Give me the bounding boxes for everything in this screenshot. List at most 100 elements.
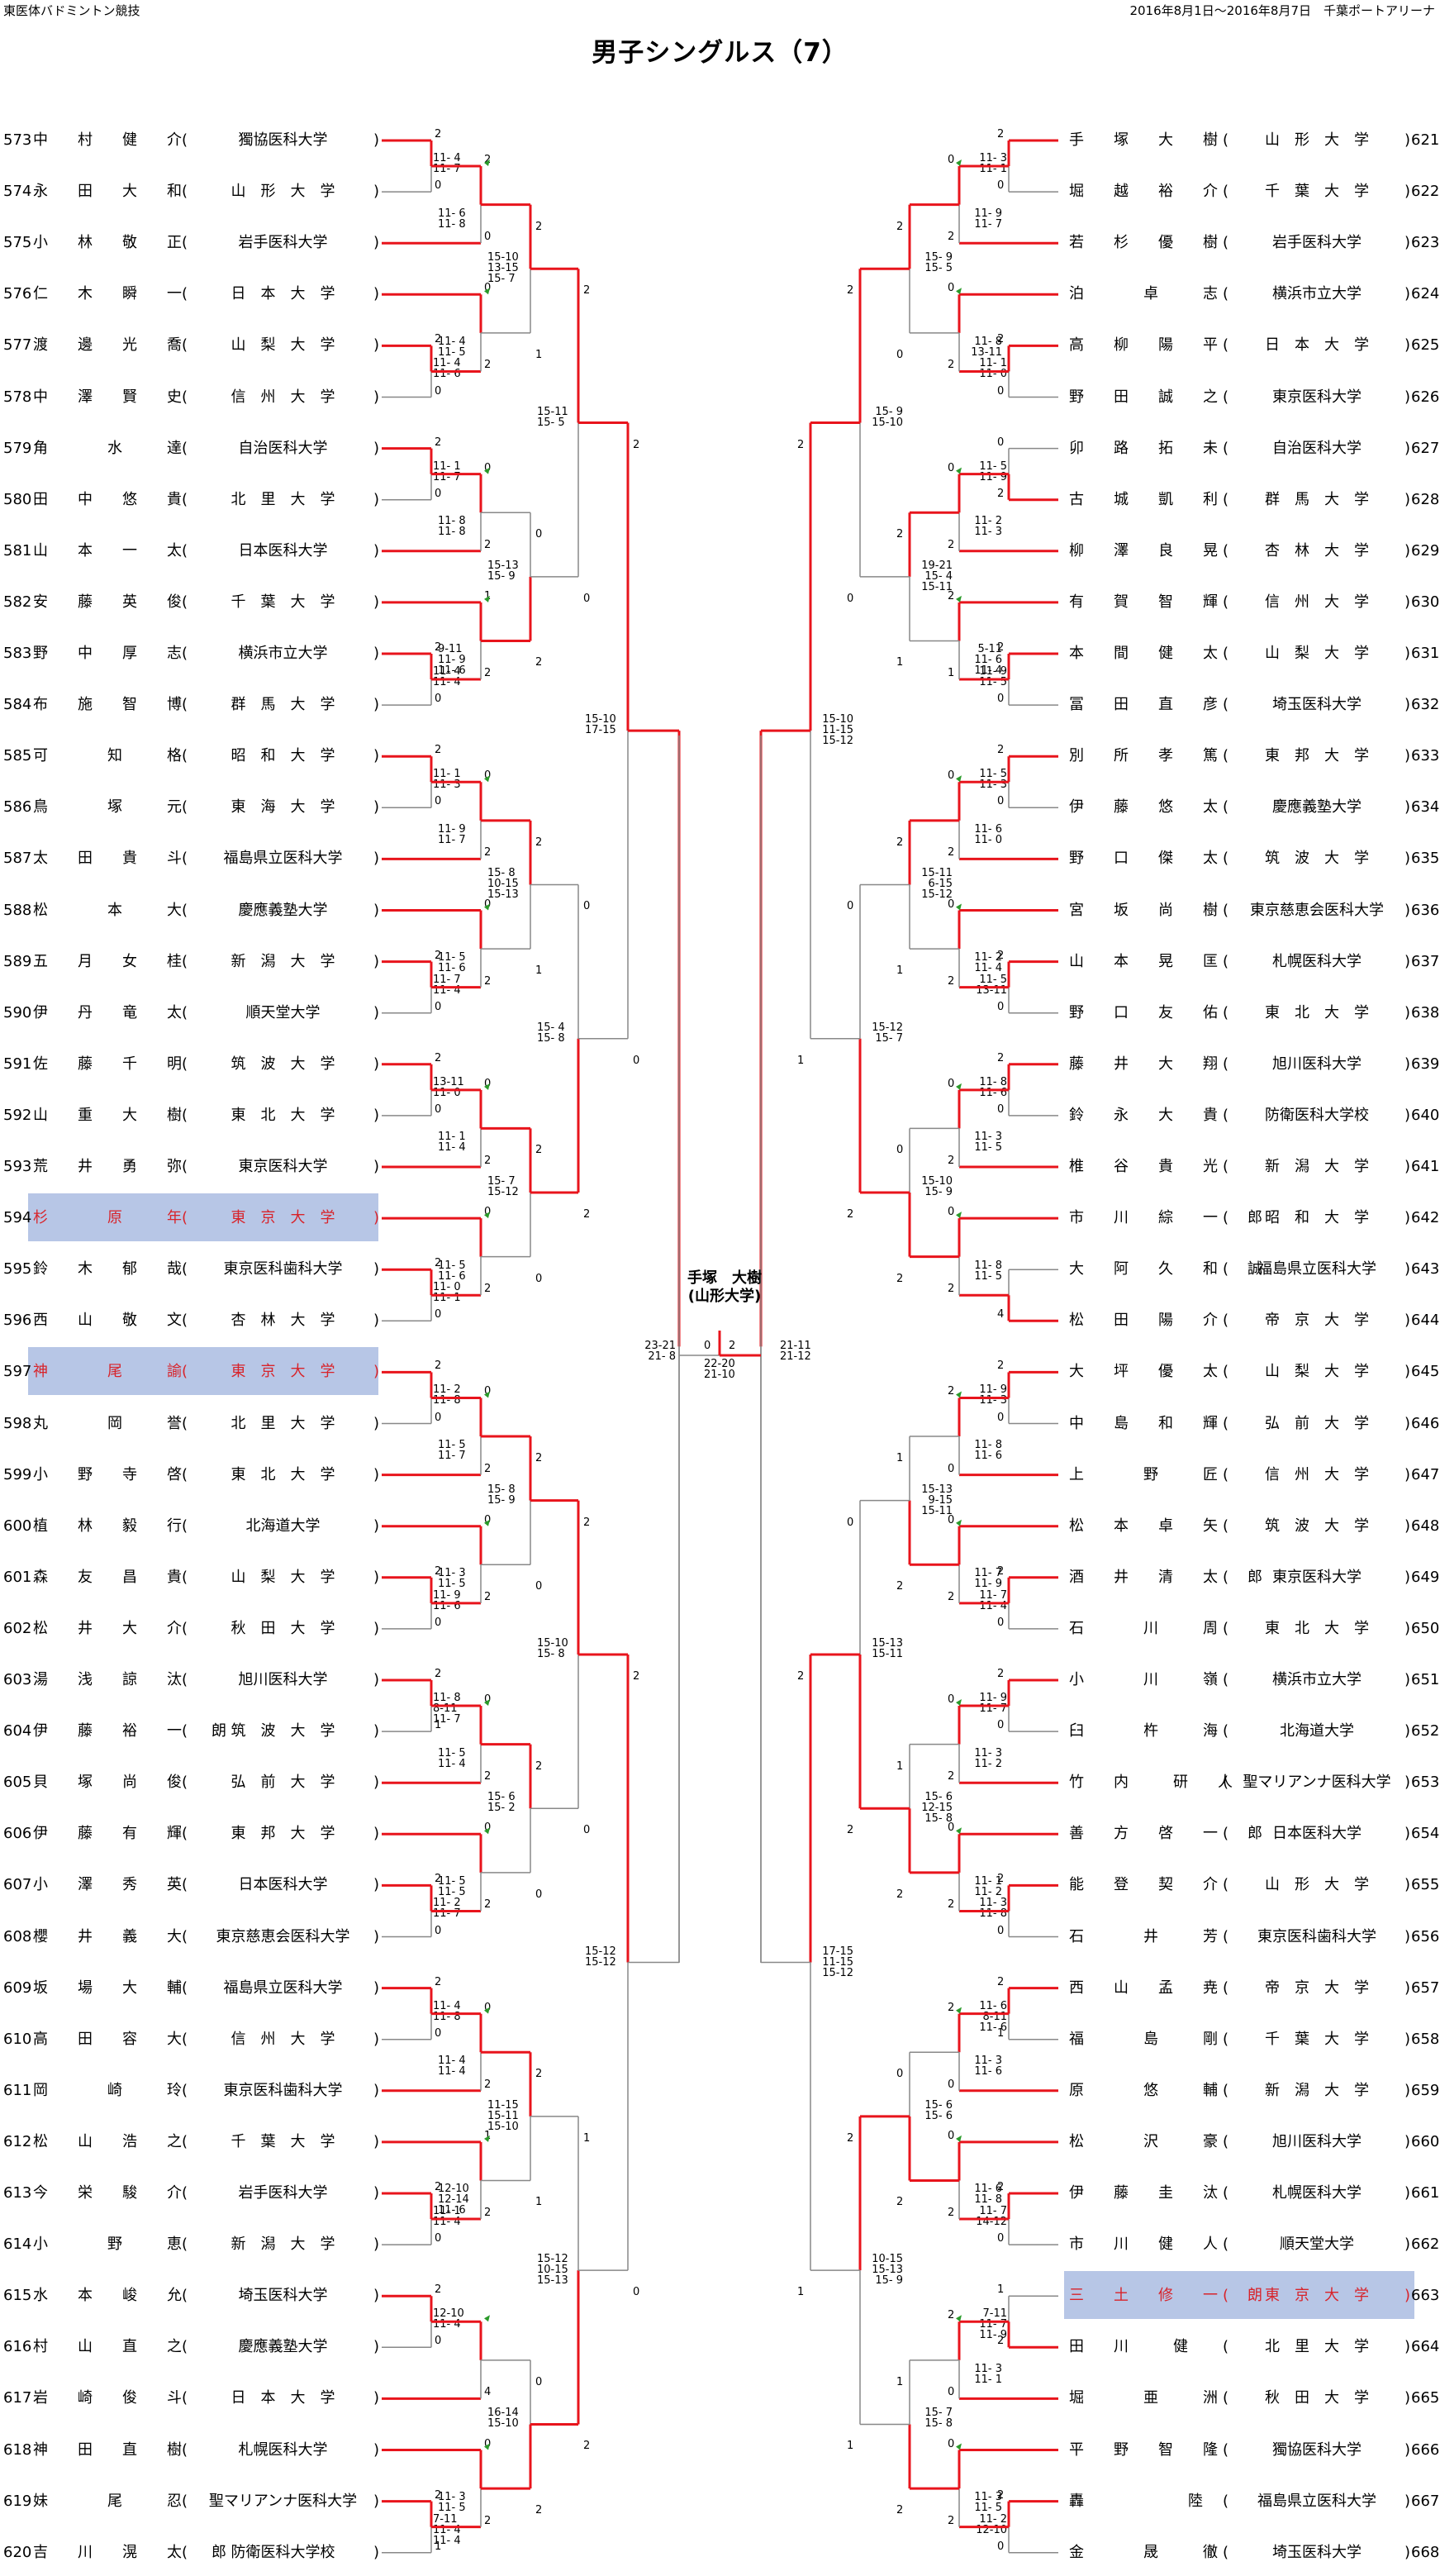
- round-games-b: 1: [896, 656, 904, 669]
- player-name: 田 川 健: [1069, 2338, 1188, 2356]
- advance-mark: [956, 1827, 962, 1835]
- round1-games-b: 0: [435, 2335, 442, 2348]
- player-number: 654: [1411, 1825, 1440, 1843]
- player-name: 五 月 女 桂: [33, 952, 182, 970]
- round1-games-a: 2: [435, 333, 442, 346]
- paren-open: (: [182, 2030, 188, 2048]
- player-number: 631: [1411, 645, 1440, 662]
- player-name: 松 沢 豪: [1069, 2132, 1218, 2150]
- round-games-a: 0: [896, 1144, 904, 1157]
- round-games-b: 0: [896, 348, 904, 361]
- paren-open: (: [1223, 1927, 1229, 1945]
- player-name: 酒 井 清 太 郎: [1069, 1568, 1262, 1586]
- player-name: 今 栄 駿 介: [33, 2184, 182, 2202]
- player-name: 太 田 貴 斗: [33, 850, 182, 868]
- round2-score: 11- 3 11- 5: [974, 2491, 1002, 2515]
- player-name: 能 登 契 介: [1069, 1876, 1218, 1894]
- paren-open: (: [182, 1209, 188, 1227]
- player-name: 小 野 寺 啓: [33, 1465, 182, 1483]
- round1-games-b: 0: [997, 1719, 1005, 1732]
- paren-close: ): [1404, 1209, 1411, 1227]
- player-name: 永 田 大 和: [33, 183, 182, 201]
- player-number: 646: [1411, 1414, 1440, 1432]
- player-school: 日 本 大 学: [230, 285, 335, 303]
- player-number: 587: [3, 850, 32, 868]
- player-number: 610: [3, 2030, 32, 2048]
- paren-close: ): [373, 1465, 380, 1483]
- player-school: 東 京 大 学: [1265, 2287, 1369, 2305]
- paren-open: (: [182, 388, 188, 406]
- player-number: 616: [3, 2338, 32, 2356]
- advance-mark: [484, 1391, 490, 1398]
- player-name: 岩 崎 俊 斗: [33, 2389, 182, 2407]
- player-name: 伊 藤 有 輝: [33, 1825, 182, 1843]
- paren-open: (: [1223, 747, 1229, 765]
- round-score: 15- 6 15- 6: [924, 2098, 953, 2122]
- round2-score: 9-11 11- 9 11- 6: [438, 643, 466, 678]
- paren-open: (: [1223, 1414, 1229, 1432]
- round-score: 15- 6 12-15 15- 8: [921, 1791, 953, 1826]
- player-number: 638: [1411, 1003, 1440, 1021]
- player-school: 札幌医科大学: [238, 2440, 328, 2459]
- round-games-a: 1: [896, 1759, 904, 1773]
- round2-score: 11- 3 11- 6: [974, 2055, 1002, 2078]
- player-number: 652: [1411, 1722, 1440, 1740]
- paren-open: (: [182, 2543, 188, 2561]
- paren-open: (: [1223, 2132, 1229, 2150]
- round2-games-b: 2: [484, 1283, 492, 1296]
- player-number: 589: [3, 952, 32, 970]
- round2-games-a: 0: [484, 1206, 492, 1219]
- round-games-b: 1: [896, 964, 904, 978]
- player-school: 東京医科歯科大学: [223, 1260, 343, 1278]
- player-school: 東京慈恵会医科大学: [216, 1927, 350, 1945]
- player-number: 639: [1411, 1055, 1440, 1073]
- player-name: 可 知 格: [33, 747, 182, 765]
- player-number: 641: [1411, 1158, 1440, 1175]
- round-score: 15-10 15- 9: [921, 1175, 953, 1199]
- round1-games-b: 2: [997, 487, 1005, 500]
- round2-score: 11- 3 11- 2: [974, 1746, 1002, 1770]
- player-name: 大 阿 久 和 誠: [1069, 1260, 1262, 1278]
- paren-open: (: [1223, 1517, 1229, 1535]
- player-number: 619: [3, 2492, 32, 2510]
- player-number: 607: [3, 1876, 32, 1894]
- round1-games-b: 0: [997, 1616, 1005, 1629]
- player-name: 野 田 誠 之: [1069, 388, 1218, 406]
- round1-games-b: 0: [435, 1102, 442, 1116]
- player-school: 東京医科歯科大学: [1257, 1927, 1376, 1945]
- round2-games-a: 0: [484, 1385, 492, 1398]
- round2-games-a: 0: [484, 461, 492, 474]
- player-name: 松 本 卓 矢: [1069, 1517, 1218, 1535]
- paren-close: ): [1404, 593, 1411, 611]
- player-school: 慶應義塾大学: [238, 2338, 328, 2356]
- round1-games-a: 2: [997, 1975, 1005, 1988]
- player-number: 617: [3, 2389, 32, 2407]
- paren-open: (: [182, 131, 188, 149]
- round-score: 15-11 6-15 15-12: [921, 867, 953, 902]
- round1-games-a: 2: [435, 2283, 442, 2297]
- round-score: 15-12 10-15 15-13: [537, 2253, 568, 2288]
- paren-open: (: [1223, 850, 1229, 868]
- paren-close: ): [1404, 1106, 1411, 1124]
- round1-games-a: 2: [997, 2181, 1005, 2193]
- round2-score: 11- 3 11- 5: [438, 2491, 466, 2515]
- round1-games-b: 0: [997, 1102, 1005, 1116]
- player-name: 柳 澤 良 晃: [1069, 541, 1218, 559]
- paren-close: ): [1404, 1158, 1411, 1175]
- paren-open: (: [1223, 901, 1229, 919]
- player-name: 金 晟 徹: [1069, 2543, 1218, 2561]
- round-score: 19-21 15- 4 15-11: [921, 559, 953, 593]
- round2-games-b: 0: [484, 231, 492, 244]
- paren-close: ): [1404, 901, 1411, 919]
- round1-games-a: 2: [435, 1564, 442, 1578]
- player-number: 633: [1411, 747, 1440, 765]
- player-number: 634: [1411, 798, 1440, 817]
- round-score: 15- 8 10-15 15-13: [487, 867, 519, 902]
- player-school: 埼玉医科大学: [1272, 2543, 1362, 2561]
- round1-games-a: 2: [435, 2181, 442, 2193]
- round2-games-b: 4: [484, 2386, 492, 2399]
- paren-open: (: [182, 1158, 188, 1175]
- round2-games-a: 0: [948, 2437, 955, 2450]
- round1-games-b: 1: [435, 2540, 442, 2553]
- round-games-a: 2: [535, 2068, 543, 2081]
